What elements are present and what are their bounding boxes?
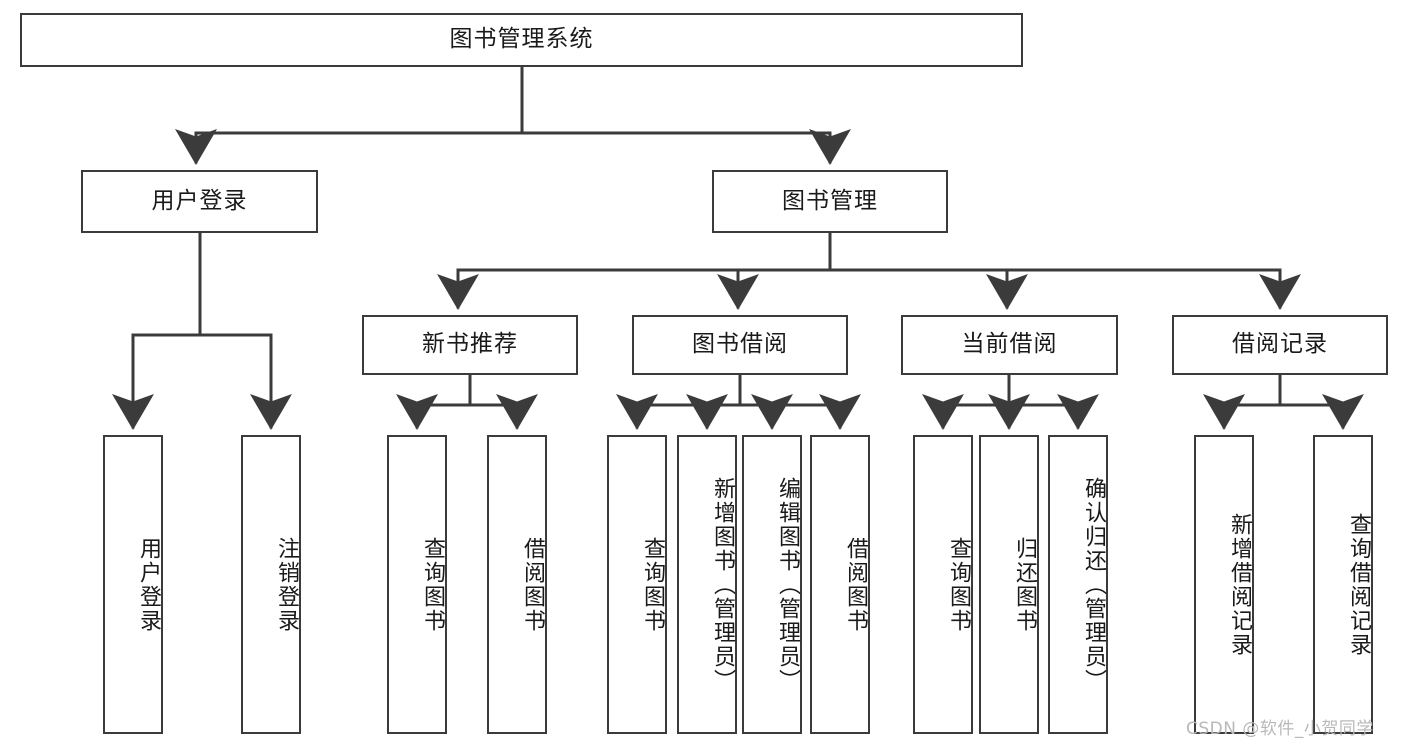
node-label: 图书借阅 (692, 331, 788, 358)
node-label: 归还图书 (1012, 536, 1037, 633)
leaf-add-record[interactable]: 新增借阅记录 (1194, 435, 1254, 734)
leaf-confirm-return[interactable]: 确认归还（管理员） (1048, 435, 1108, 734)
node-book-borrow[interactable]: 图书借阅 (632, 315, 848, 375)
node-root-system[interactable]: 图书管理系统 (20, 13, 1023, 67)
node-label: 查询借阅记录 (1346, 512, 1371, 657)
csdn-watermark: CSDN @软件_小贺同学 (1186, 719, 1374, 739)
node-label: 查询图书 (420, 536, 445, 633)
leaf-query-record[interactable]: 查询借阅记录 (1313, 435, 1373, 734)
node-current-borrow[interactable]: 当前借阅 (901, 315, 1118, 375)
leaf-query-book-1[interactable]: 查询图书 (387, 435, 447, 734)
node-label: 新书推荐 (422, 331, 518, 358)
node-label: 查询图书 (640, 536, 665, 633)
node-label: 确认归还（管理员） (1081, 476, 1106, 693)
node-label: 借阅图书 (520, 536, 545, 633)
node-label: 借阅图书 (843, 536, 868, 633)
leaf-borrow-book-2[interactable]: 借阅图书 (810, 435, 870, 734)
leaf-borrow-book-1[interactable]: 借阅图书 (487, 435, 547, 734)
node-label: 借阅记录 (1232, 331, 1328, 358)
node-label: 新增借阅记录 (1227, 512, 1252, 657)
leaf-user-logout[interactable]: 注销登录 (241, 435, 301, 734)
leaf-edit-book[interactable]: 编辑图书（管理员） (742, 435, 802, 734)
leaf-user-login[interactable]: 用户登录 (103, 435, 163, 734)
leaf-return-book[interactable]: 归还图书 (979, 435, 1039, 734)
node-label: 编辑图书（管理员） (775, 476, 800, 693)
node-user-login[interactable]: 用户登录 (81, 170, 318, 233)
node-new-book-rec[interactable]: 新书推荐 (362, 315, 578, 375)
node-label: 图书管理 (782, 187, 878, 214)
node-label: 查询图书 (946, 536, 971, 633)
node-label: 图书管理系统 (449, 26, 594, 53)
node-label: 新增图书（管理员） (710, 476, 735, 693)
leaf-query-book-2[interactable]: 查询图书 (607, 435, 667, 734)
node-label: 用户登录 (151, 187, 248, 214)
node-book-manage[interactable]: 图书管理 (712, 170, 948, 233)
leaf-query-book-3[interactable]: 查询图书 (913, 435, 973, 734)
node-label: 注销登录 (274, 536, 299, 633)
node-label: 当前借阅 (961, 331, 1058, 358)
node-label: 用户登录 (136, 536, 161, 633)
leaf-add-book[interactable]: 新增图书（管理员） (677, 435, 737, 734)
node-borrow-record[interactable]: 借阅记录 (1172, 315, 1388, 375)
